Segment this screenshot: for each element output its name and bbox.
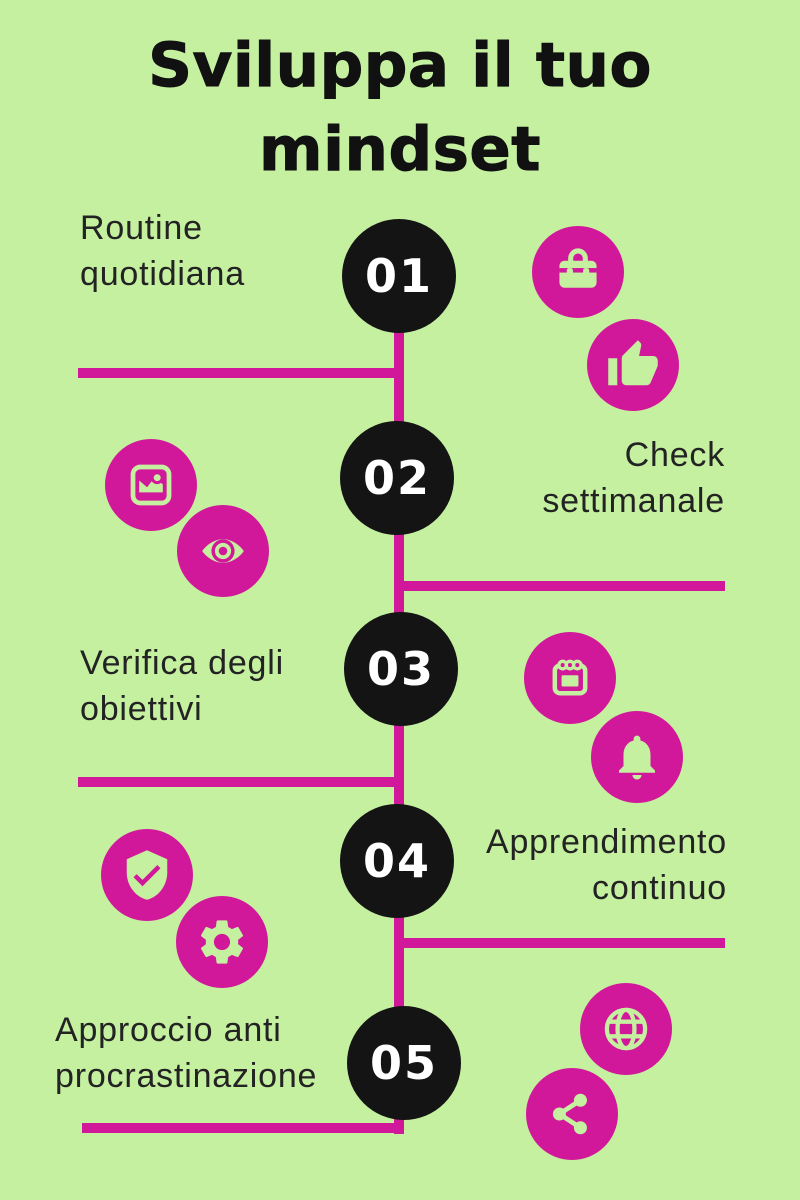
step-05-node: 05 — [347, 1006, 461, 1120]
page-title: Sviluppa il tuo mindset — [0, 24, 800, 192]
bell-icon — [591, 711, 683, 803]
step-02-label-line-2: settimanale — [542, 482, 725, 520]
eye-icon — [177, 505, 269, 597]
step-05-number: 05 — [369, 1036, 438, 1090]
page-title-line-2: mindset — [259, 114, 541, 186]
step-03-node: 03 — [344, 612, 458, 726]
step-04-label-line-1: Apprendimento — [486, 823, 727, 861]
step-03-label-line-1: Verifica degli — [80, 644, 284, 682]
step-01-label-line-1: Routine — [80, 209, 203, 247]
step-02-number: 02 — [362, 451, 431, 505]
page-title-line-1: Sviluppa il tuo — [148, 30, 652, 102]
briefcase-icon — [532, 226, 624, 318]
step-02-label-line-1: Check — [624, 436, 725, 474]
step-05-label-line-1: Approccio anti — [55, 1011, 282, 1049]
connector-line-step-04 — [399, 938, 725, 948]
image-icon — [105, 439, 197, 531]
step-02-node: 02 — [340, 421, 454, 535]
step-02-label: Check settimanale — [542, 432, 725, 524]
step-01-label: Routine quotidiana — [80, 205, 245, 297]
connector-line-step-02 — [399, 581, 725, 591]
step-01-node: 01 — [342, 219, 456, 333]
step-04-label: Apprendimento continuo — [486, 819, 727, 911]
connector-line-step-05 — [82, 1123, 404, 1133]
gear-icon — [176, 896, 268, 988]
shield-check-icon — [101, 829, 193, 921]
step-04-label-line-2: continuo — [592, 869, 727, 907]
step-04-number: 04 — [362, 834, 431, 888]
connector-line-step-03 — [78, 777, 404, 787]
globe-icon — [580, 983, 672, 1075]
calendar-icon — [524, 632, 616, 724]
step-01-number: 01 — [364, 249, 433, 303]
step-03-label: Verifica degli obiettivi — [80, 640, 284, 732]
step-05-label: Approccio anti procrastinazione — [55, 1007, 317, 1099]
step-05-label-line-2: procrastinazione — [55, 1057, 318, 1095]
step-04-node: 04 — [340, 804, 454, 918]
step-03-label-line-2: obiettivi — [80, 690, 203, 728]
share-icon — [526, 1068, 618, 1160]
connector-line-step-01 — [78, 368, 404, 378]
step-03-number: 03 — [366, 642, 435, 696]
thumbs-up-icon — [587, 319, 679, 411]
step-01-label-line-2: quotidiana — [80, 255, 245, 293]
